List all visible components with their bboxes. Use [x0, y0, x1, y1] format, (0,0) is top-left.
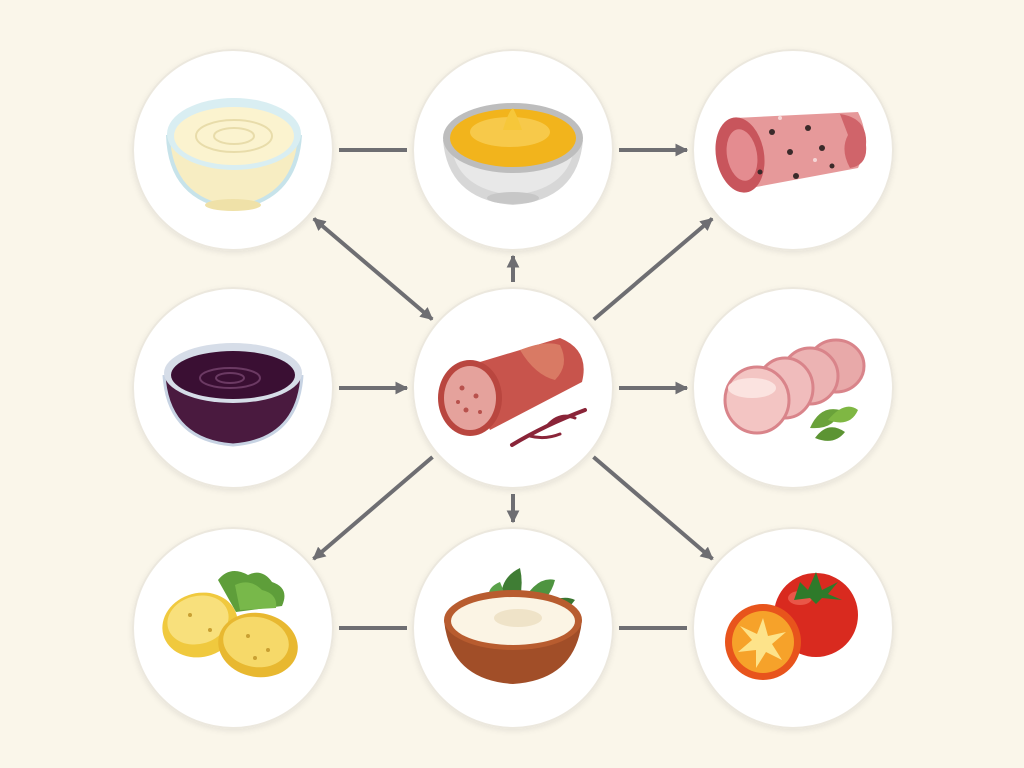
node-ham-slices[interactable]	[692, 287, 894, 489]
herb-dip-bowl-icon	[444, 568, 582, 684]
node-potatoes[interactable]	[132, 527, 334, 729]
ham-slices-icon	[723, 338, 866, 441]
node-berry-sauce-bowl[interactable]	[132, 287, 334, 489]
node-mustard-bowl[interactable]	[412, 49, 614, 251]
berry-sauce-bowl-icon	[162, 343, 304, 447]
tomatoes-icon	[725, 572, 858, 680]
arrow-sausage-to-potatoes	[312, 455, 434, 561]
sausage-icon	[438, 338, 587, 447]
arrows-layer	[312, 143, 714, 630]
arrow-cream-bowl-to-sausage	[312, 217, 434, 321]
arrow-sausage-to-ham-roll	[592, 217, 714, 321]
node-cream-bowl[interactable]	[132, 49, 334, 251]
node-ham-roll[interactable]	[692, 49, 894, 251]
node-sausage[interactable]	[412, 287, 614, 489]
cream-sauce-bowl-icon	[166, 98, 302, 211]
mustard-bowl-icon	[443, 103, 583, 205]
arrow-sausage-to-tomatoes	[592, 455, 714, 561]
node-dip-bowl[interactable]	[412, 527, 614, 729]
ham-roll-icon	[715, 112, 867, 193]
node-tomatoes[interactable]	[692, 527, 894, 729]
potatoes-icon	[162, 571, 298, 678]
